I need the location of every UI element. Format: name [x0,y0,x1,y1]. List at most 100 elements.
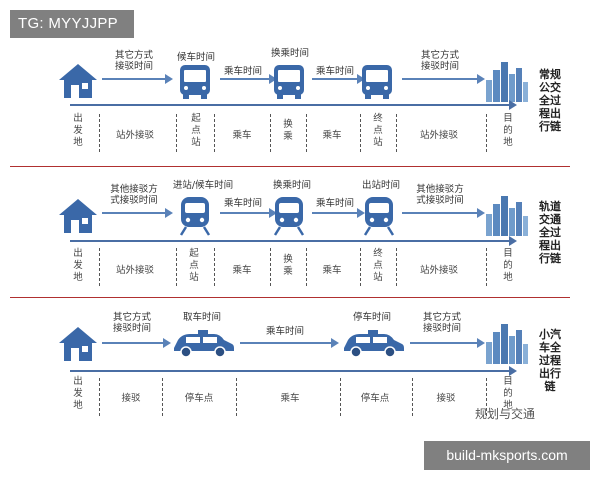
segment-label: 乘车 [280,393,300,404]
connector-arrow [220,208,277,218]
time-label: 乘车时间 [265,326,304,337]
trip-timeline-arrow [70,366,517,376]
segment-label: 接驳 [121,393,141,404]
segment-divider [270,248,271,286]
chain-title: 轨道交通全过程出行链 [539,200,561,265]
segment-divider [214,248,215,286]
time-label: 乘车时间 [315,198,354,209]
time-label: 乘车时间 [223,66,262,77]
time-label: 取车时间 [182,312,221,323]
connector-arrow [240,338,339,348]
segment-divider [486,378,487,416]
segment-divider [270,114,271,152]
time-label: 乘车时间 [315,66,354,77]
house-icon [59,199,97,233]
section-divider [10,166,570,167]
segment-divider [412,378,413,416]
car-icon [174,330,234,358]
time-label: 其他接驳方 式接驳时间 [416,184,464,206]
destination-label: 目的地 [503,376,513,411]
house-icon [59,64,97,98]
destination-label: 目的地 [503,113,513,148]
time-label: 停车时间 [352,312,391,323]
time-label: 换乘时间 [270,48,309,59]
segment-divider [214,114,215,152]
url-badge: build-mksports.com [424,441,590,470]
tag-badge: TG: MYYJJPP [10,10,134,38]
segment-divider [99,248,100,286]
segment-divider [486,248,487,286]
segment-divider [99,378,100,416]
segment-divider [396,248,397,286]
segment-label: 停车点 [184,393,214,404]
connector-arrow [410,338,485,348]
time-label: 其它方式 接驳时间 [112,312,151,334]
segment-label: 换 乘 [283,254,293,277]
origin-label: 出发地 [73,376,83,411]
segment-divider [176,248,177,286]
time-label: 乘车时间 [223,198,262,209]
segment-divider [360,114,361,152]
segment-label: 起 点 站 [189,248,199,283]
time-label: 其它方式 接驳时间 [420,50,459,72]
train-icon [179,197,211,236]
segment-divider [176,114,177,152]
connector-arrow [102,338,171,348]
segment-label: 乘车 [232,130,252,141]
connector-arrow [102,74,173,84]
trip-timeline-arrow [70,236,517,246]
time-label: 换乘时间 [272,180,311,191]
city-skyline-icon [486,324,528,364]
segment-label: 站外接驳 [419,265,458,276]
house-icon [59,327,97,361]
destination-label: 目的地 [503,248,513,283]
time-label: 其它方式 接驳时间 [114,50,153,72]
segment-divider [162,378,163,416]
segment-divider [486,114,487,152]
segment-divider [306,248,307,286]
segment-label: 终 点 站 [373,248,383,283]
segment-label: 停车点 [360,393,390,404]
segment-divider [340,378,341,416]
time-label: 候车时间 [176,52,215,63]
train-icon [273,197,305,236]
chain-title: 小汽车全过程出行链 [539,328,561,393]
bus-icon [274,65,304,99]
bus-icon [180,65,210,99]
segment-label: 乘车 [322,265,342,276]
segment-divider [396,114,397,152]
time-label: 其他接驳方 式接驳时间 [110,184,158,206]
watermark-text: 规划与交通 [475,407,536,421]
segment-label: 乘车 [322,130,342,141]
segment-label: 终 点 站 [373,113,383,148]
connector-arrow [312,74,365,84]
segment-divider [306,114,307,152]
connector-arrow [102,208,173,218]
segment-divider [236,378,237,416]
city-skyline-icon [486,196,528,236]
time-label: 其它方式 接驳时间 [422,312,461,334]
segment-label: 站外接驳 [115,130,154,141]
chain-title: 常规公交全过程出行链 [539,68,561,133]
segment-label: 接驳 [436,393,456,404]
time-label: 出站时间 [361,180,400,191]
time-label: 进站/候车时间 [172,180,234,191]
connector-arrow [220,74,277,84]
origin-label: 出发地 [73,248,83,283]
city-skyline-icon [486,62,528,102]
segment-label: 乘车 [232,265,252,276]
segment-label: 站外接驳 [419,130,458,141]
segment-label: 站外接驳 [115,265,154,276]
segment-label: 换 乘 [283,119,293,142]
trip-timeline-arrow [70,100,517,110]
segment-divider [99,114,100,152]
car-icon [344,330,404,358]
origin-label: 出发地 [73,113,83,148]
section-divider [10,297,570,298]
connector-arrow [402,208,485,218]
train-icon [363,197,395,236]
segment-divider [360,248,361,286]
segment-label: 起 点 站 [191,113,201,148]
bus-icon [362,65,392,99]
connector-arrow [402,74,485,84]
